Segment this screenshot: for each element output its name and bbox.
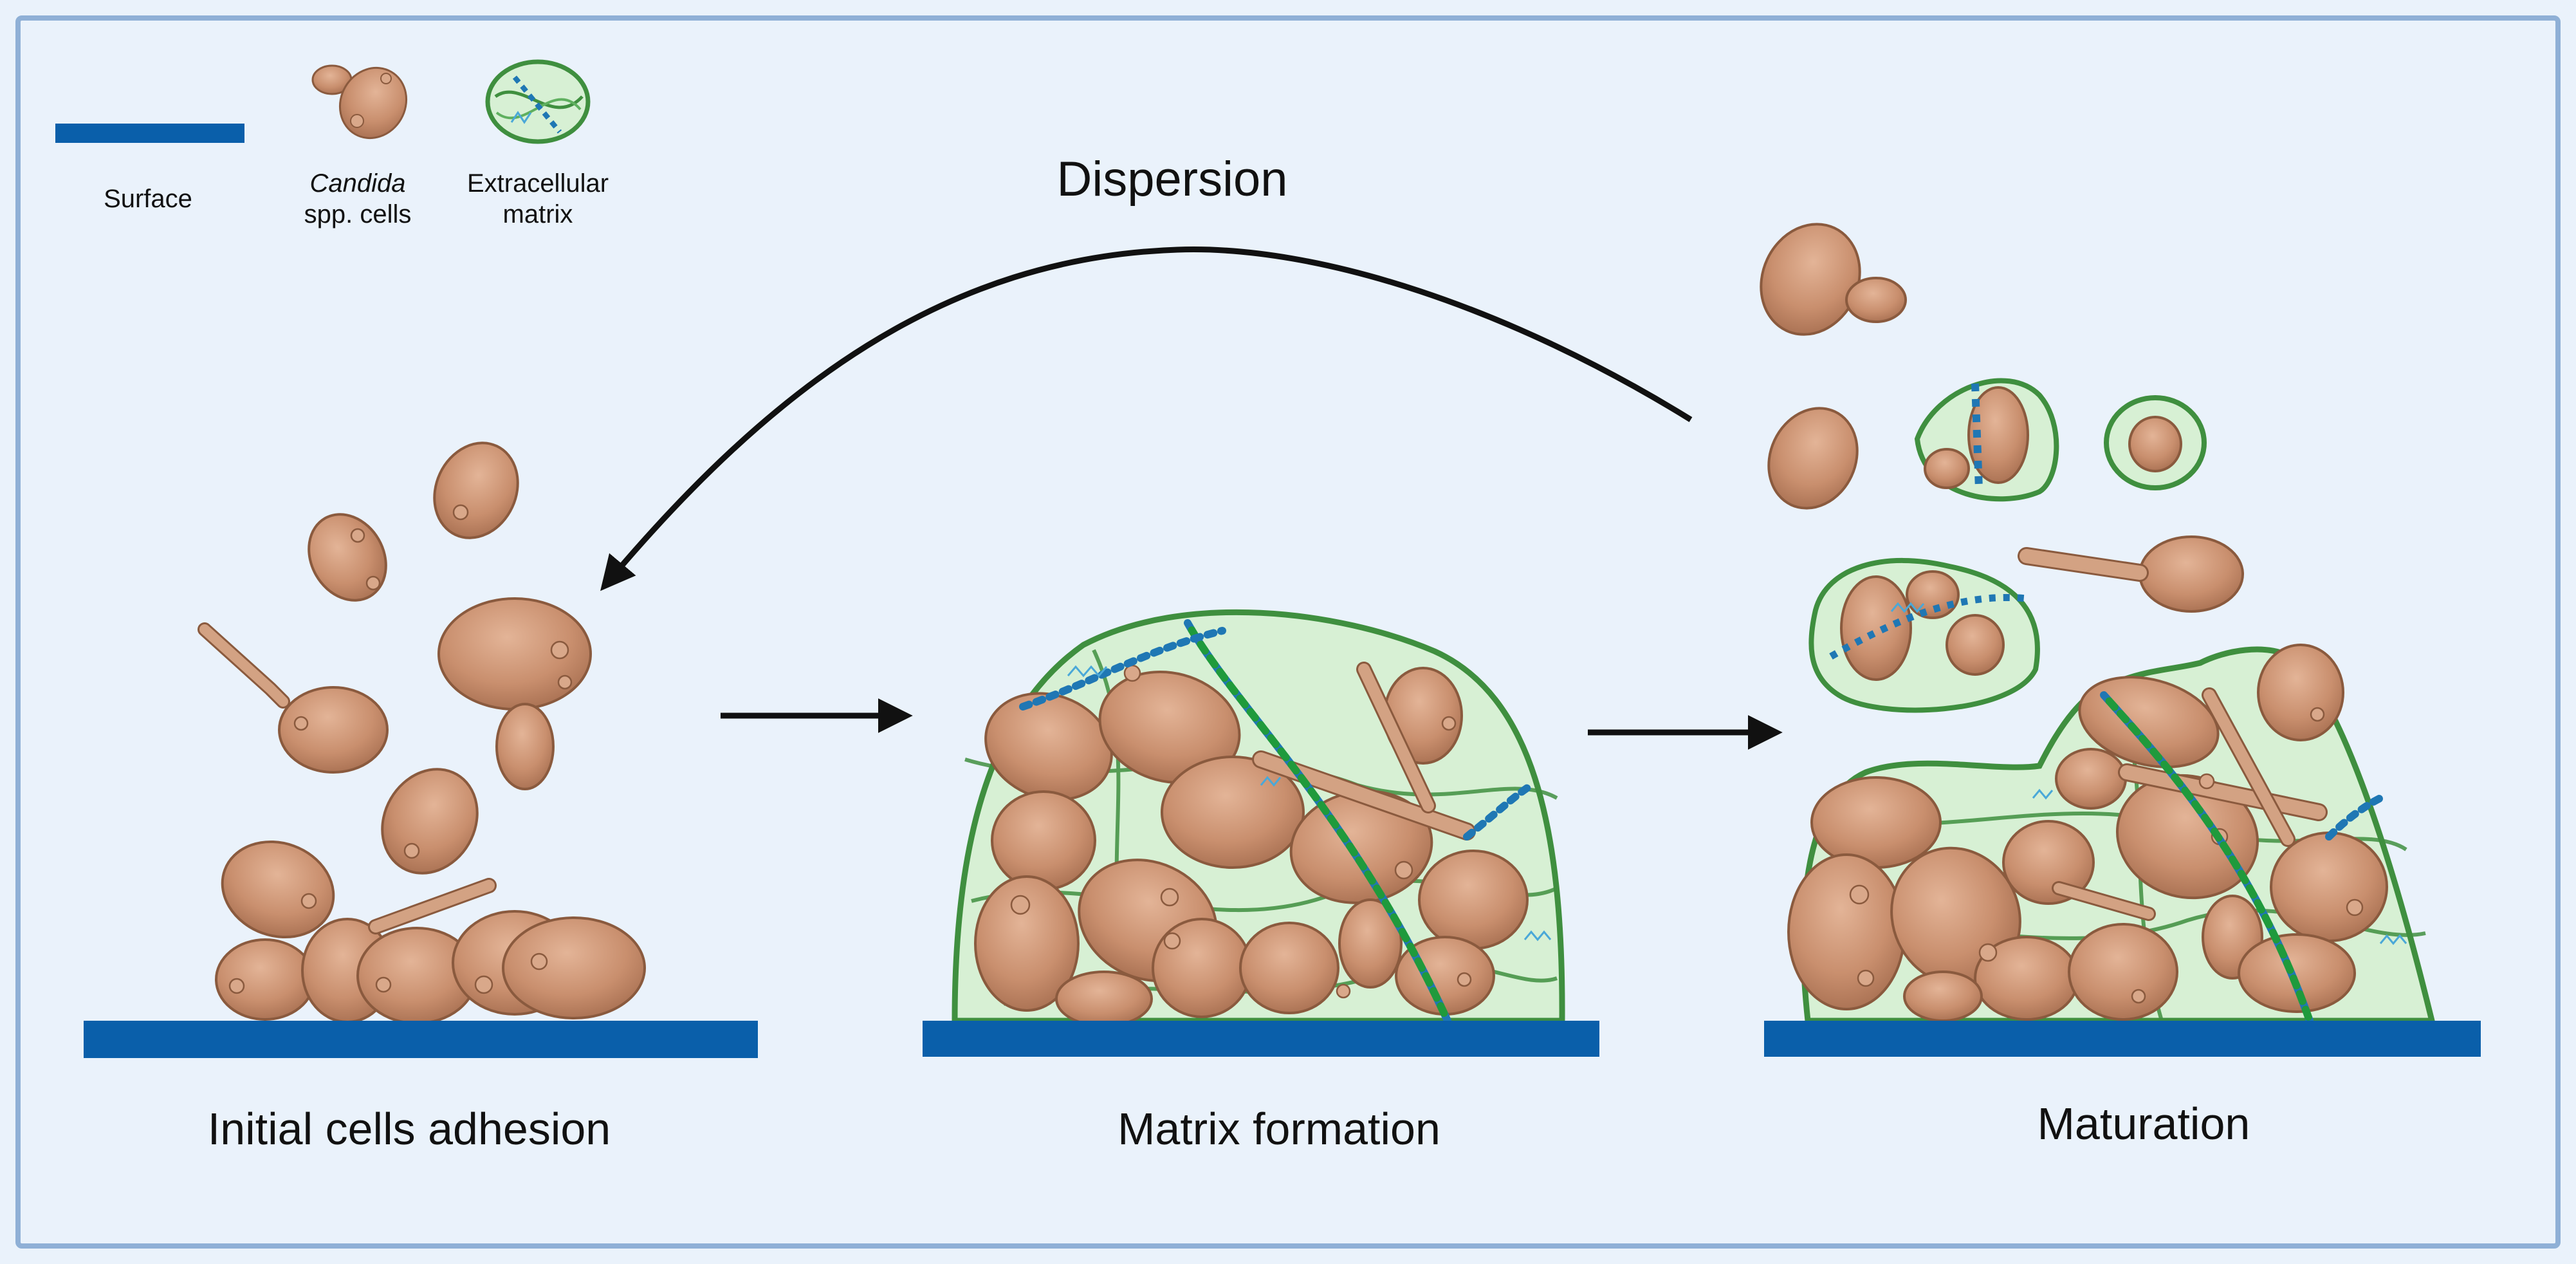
surface-legend-label: Surface [104,185,192,213]
matrix-formation-stage: Matrix formation [923,609,1599,1154]
matrix-formation-budscars [1010,664,1472,999]
matrix-legend-label-line1: Extracellular [467,169,609,198]
dispersed-matrix-clusters [1808,378,2207,713]
mature-polysaccharide-strands [2032,788,2407,945]
candida-legend-label-rest: spp. cells [304,200,412,228]
matrix-polysaccharide-strands [1067,665,1552,942]
diagram-frame [15,15,2561,1249]
matrix-legend-label-line2: matrix [503,200,573,228]
dispersion-label: Dispersion [1056,152,1287,207]
candida-cells-legend-icon [311,64,408,140]
adhesion-stage: Initial cells adhesion [84,441,758,1154]
dispersed-cells [1760,223,2244,613]
mature-biofilm-cells [1787,644,2388,1022]
maturation-stage: Maturation [1760,223,2481,1149]
matrix-formation-cells [974,662,1529,1027]
adhesion-stage-label: Initial cells adhesion [208,1104,611,1154]
matrix-legend-icon [485,59,591,144]
surface-legend-icon [55,124,244,143]
mature-matrix-chains [2100,691,2384,1025]
matrix-formation-stage-label: Matrix formation [1118,1104,1440,1154]
dispersion-arrow [600,246,1693,591]
matrix-chains [1019,619,1535,1025]
candida-legend-label-italic: Candida [309,169,405,198]
adhesion-cell-budscars [228,504,573,994]
maturation-stage-label: Maturation [2038,1099,2250,1149]
adhesion-surface [84,1021,758,1058]
matrix-formation-surface [923,1021,1599,1057]
legend: Surface Candida spp. cells Extracellular… [55,59,609,228]
maturation-surface [1764,1021,2481,1057]
